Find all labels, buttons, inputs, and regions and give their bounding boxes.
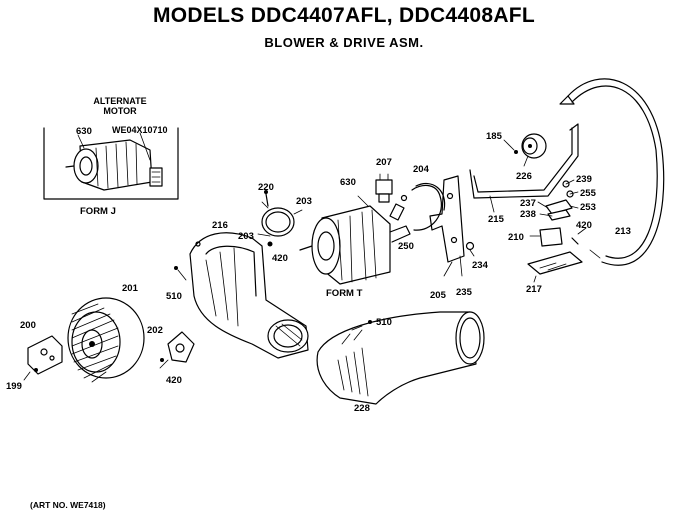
switch-207	[375, 173, 393, 203]
label-238: 238	[520, 209, 536, 220]
label-203-top: 203	[296, 196, 312, 207]
alternate-motor-label: ALTERNATE MOTOR	[80, 96, 160, 116]
label-420-motor: 420	[272, 253, 288, 264]
label-213: 213	[615, 226, 631, 237]
label-form-j: FORM J	[80, 206, 116, 217]
cover-202	[159, 331, 195, 369]
label-510-duct: 510	[376, 317, 392, 328]
idler-arm-215	[469, 123, 579, 213]
art-number: (ART NO. WE7418)	[30, 500, 106, 510]
label-255: 255	[580, 188, 597, 199]
label-253: 253	[580, 202, 596, 213]
drive-motor-630	[299, 195, 411, 285]
label-215: 215	[488, 214, 505, 225]
bracket-200	[23, 335, 63, 381]
label-250: 250	[398, 241, 414, 252]
label-202: 202	[147, 325, 163, 336]
label-199: 199	[6, 381, 22, 392]
belt-204	[400, 182, 446, 231]
label-form-t: FORM T	[326, 288, 363, 299]
label-216: 216	[212, 220, 228, 231]
blower-housing-216	[174, 232, 309, 359]
idler-assembly	[527, 179, 587, 283]
label-630: 630	[340, 177, 356, 188]
label-203-left: 203	[238, 231, 254, 242]
label-207: 207	[376, 157, 392, 168]
label-234: 234	[472, 260, 489, 271]
label-we04x10710: WE04X10710	[112, 125, 168, 135]
motor-clamp-203	[257, 190, 303, 247]
label-510-blower: 510	[166, 291, 182, 302]
label-205: 205	[430, 290, 447, 301]
alternate-motor-label-text: ALTERNATE MOTOR	[93, 96, 147, 116]
pulley-226	[503, 133, 547, 167]
label-210: 210	[508, 232, 524, 243]
label-200: 200	[20, 320, 36, 331]
label-204: 204	[413, 164, 430, 175]
alternate-motor-drawing	[65, 139, 163, 191]
label-185: 185	[486, 131, 503, 142]
label-235: 235	[456, 287, 473, 298]
label-420-idler: 420	[576, 220, 592, 231]
label-420-cover: 420	[166, 375, 182, 386]
label-217: 217	[526, 284, 542, 295]
label-237: 237	[520, 198, 536, 209]
motor-bracket-205	[429, 175, 475, 277]
label-226: 226	[516, 171, 532, 182]
label-201: 201	[122, 283, 139, 294]
label-630-alt: 630	[76, 126, 92, 137]
blower-wheel-201	[67, 297, 145, 383]
alternate-motor-inset: 630 WE04X10710 FORM J	[43, 125, 179, 217]
page-title: MODELS DDC4407AFL, DDC4408AFL	[152, 4, 536, 27]
exhaust-duct-228	[316, 311, 485, 405]
drum-ring-213	[559, 78, 665, 266]
page-subtitle: BLOWER & DRIVE ASM.	[264, 35, 424, 50]
label-239: 239	[576, 174, 592, 185]
label-228: 228	[354, 403, 370, 414]
label-220: 220	[258, 182, 274, 193]
